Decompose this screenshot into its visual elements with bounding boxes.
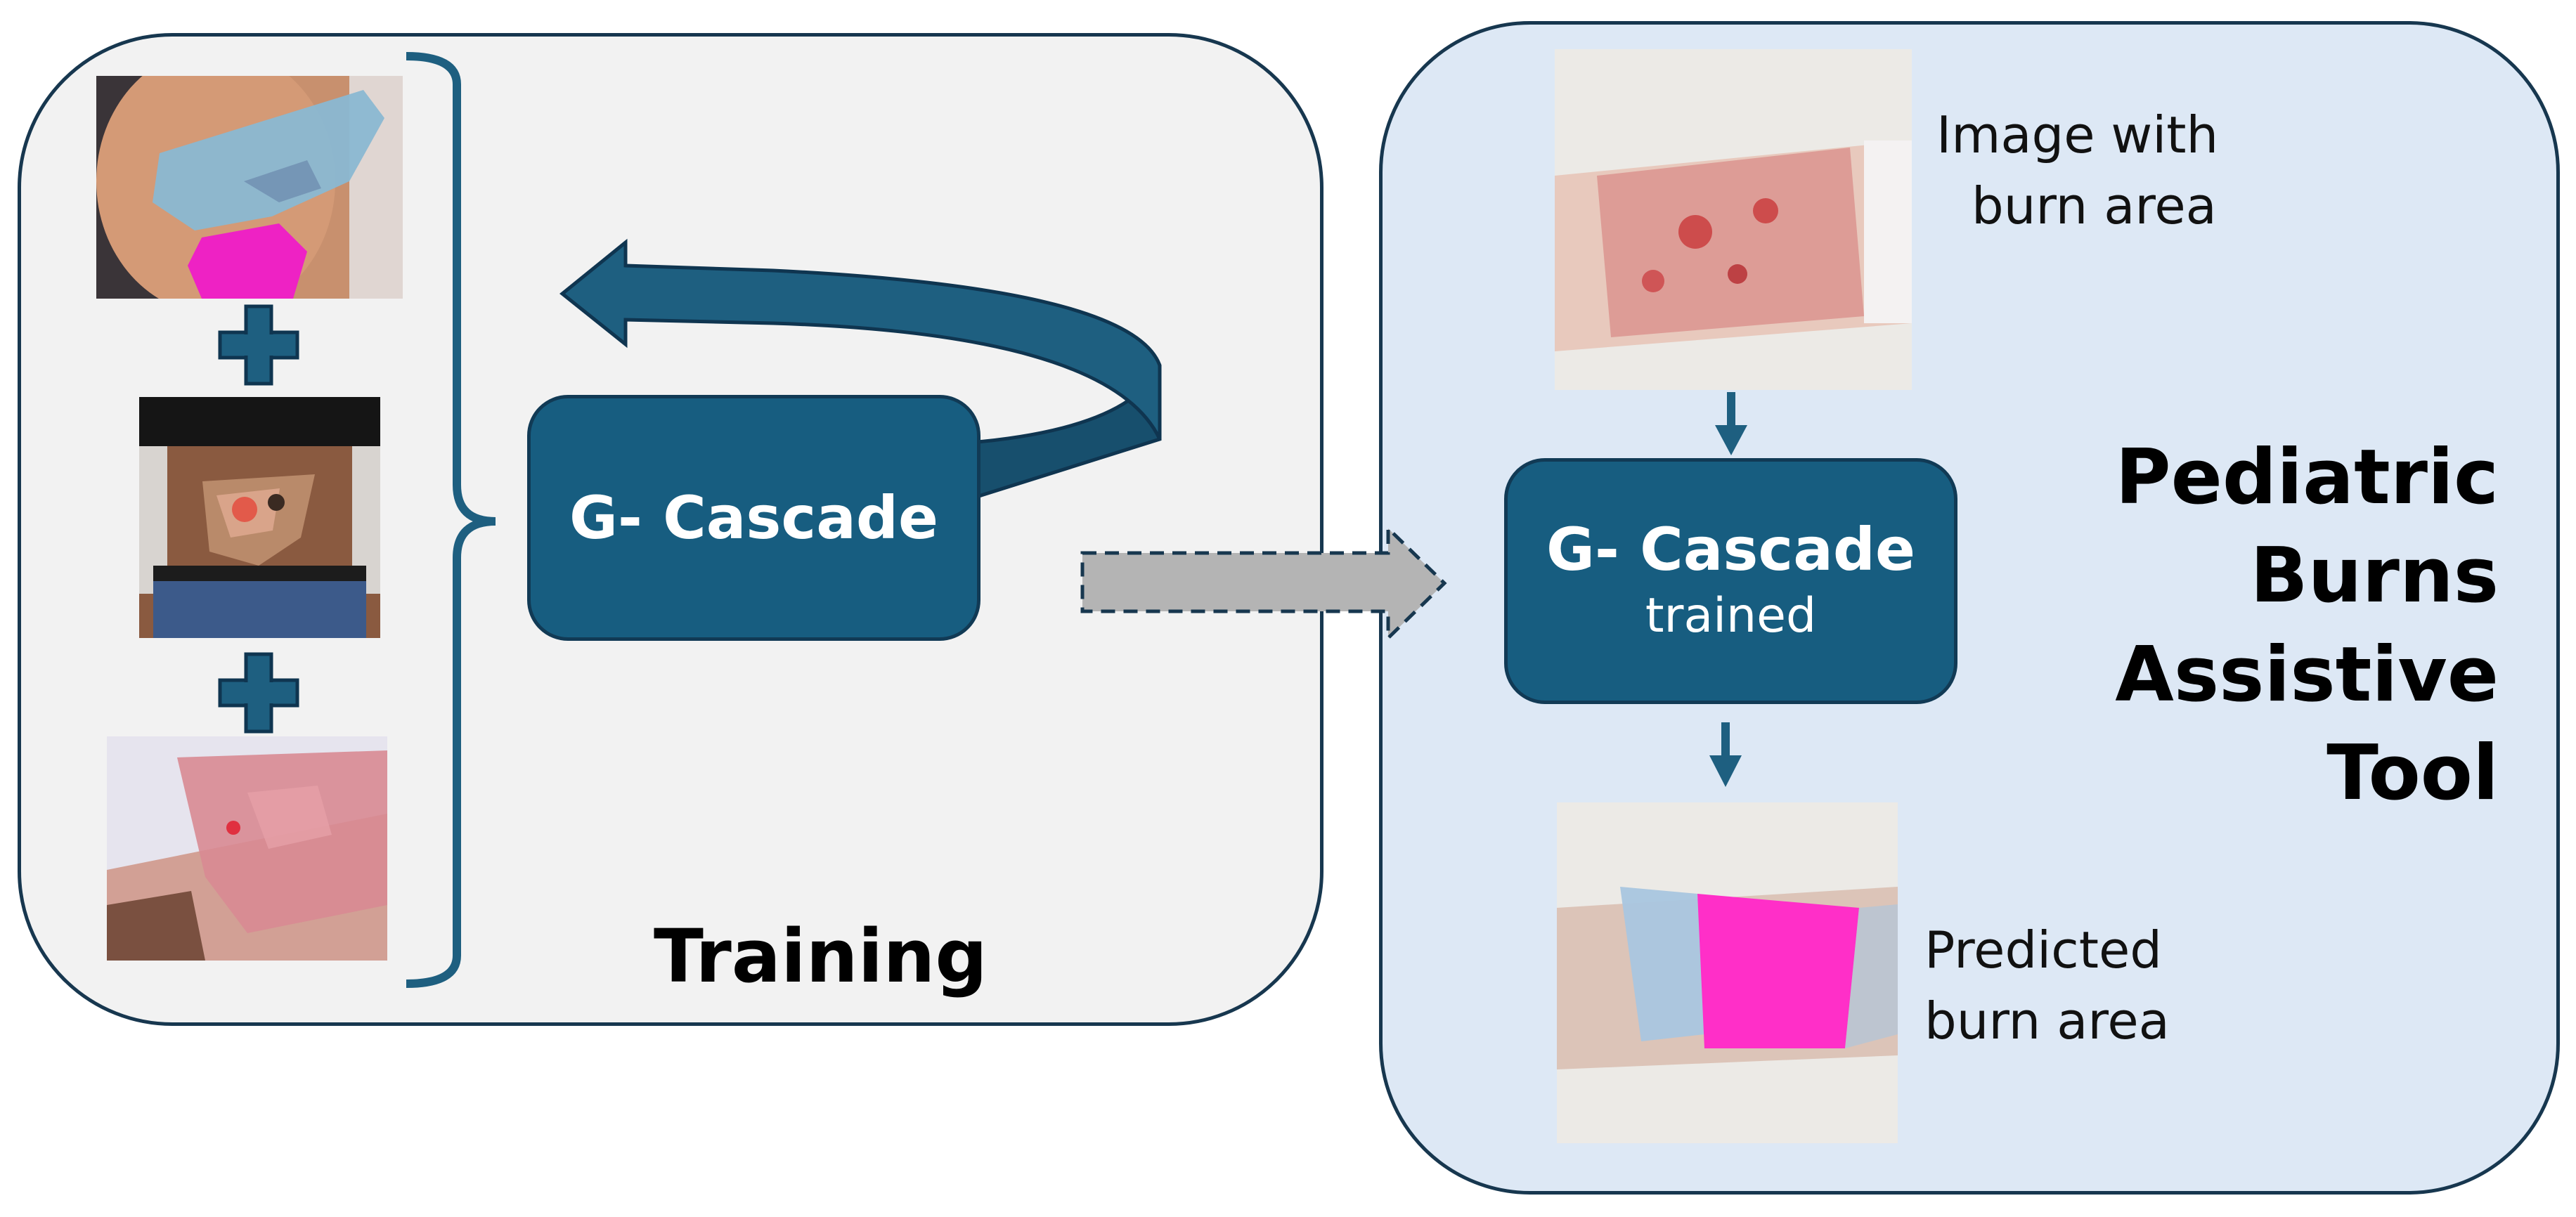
- output-caption-line-1: Predicted: [1924, 920, 2162, 980]
- tool-title-line-2: Burns: [2250, 532, 2499, 620]
- tool-title-line-1: Pediatric: [2115, 434, 2499, 521]
- g-cascade-title: G- Cascade: [569, 483, 938, 552]
- input-caption-line-2: burn area: [1972, 176, 2217, 235]
- g-cascade-trained-title: G- Cascade: [1546, 515, 1915, 584]
- g-cascade-trained-subtitle: trained: [1645, 588, 1817, 644]
- output-caption-line-2: burn area: [1924, 991, 2170, 1050]
- input-caption-line-1: Image with: [1936, 105, 2219, 164]
- tool-title-line-4: Tool: [2326, 729, 2499, 818]
- training-image-abdomen: [139, 397, 380, 638]
- input-caption: Image with burn area: [1936, 100, 2218, 242]
- predicted-burn-image: [1557, 802, 1898, 1143]
- tool-title-line-3: Assistive: [2115, 630, 2499, 719]
- training-image-shoulder: [96, 76, 403, 299]
- tool-title: Pediatric Burns Assistive Tool: [2007, 429, 2499, 824]
- input-burn-image: [1555, 49, 1912, 390]
- training-label: Training: [654, 913, 988, 999]
- g-cascade-model-box: G- Cascade: [527, 395, 980, 641]
- training-image-arm: [107, 736, 387, 961]
- g-cascade-trained-box: G- Cascade trained: [1504, 458, 1957, 704]
- output-caption: Predicted burn area: [1924, 915, 2170, 1057]
